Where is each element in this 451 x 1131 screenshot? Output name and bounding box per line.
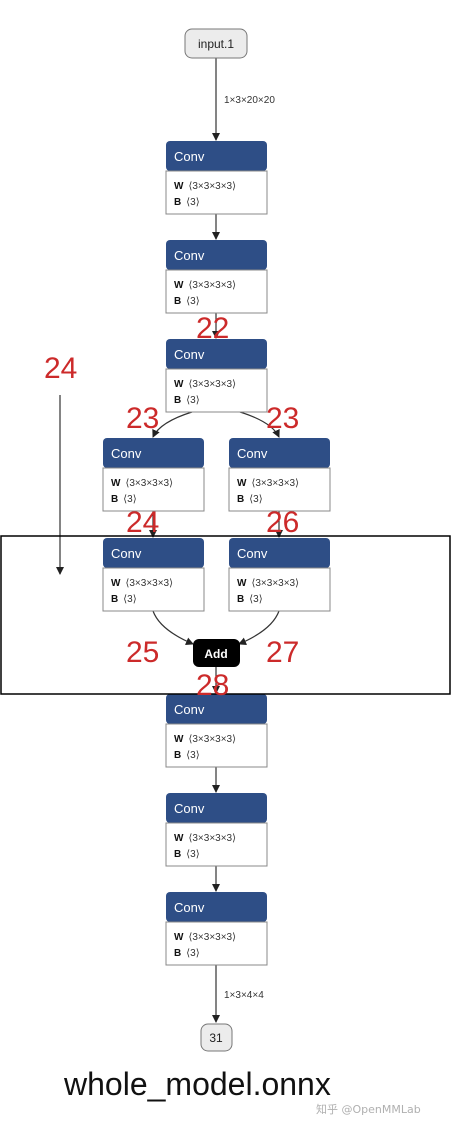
conv-bias-attr: B⟨3⟩ <box>237 494 263 505</box>
conv-node-7[interactable]: Conv W⟨3×3×3×3⟩ B⟨3⟩ <box>228 538 331 612</box>
annotation-23-left: 23 <box>126 402 159 435</box>
annotation-25: 25 <box>126 636 159 669</box>
conv-bias-attr: B⟨3⟩ <box>237 594 263 605</box>
add-label: Add <box>204 647 227 661</box>
annotation-22: 22 <box>196 312 229 345</box>
conv-bias-attr: B⟨3⟩ <box>174 395 200 406</box>
conv-weight-attr: W⟨3×3×3×3⟩ <box>174 379 236 390</box>
annotation-28: 28 <box>196 669 229 702</box>
edge-conv3-conv4 <box>152 411 193 438</box>
input-label: input.1 <box>198 37 234 51</box>
edge-conv3-conv5 <box>239 411 280 438</box>
conv-node-6[interactable]: Conv W⟨3×3×3×3⟩ B⟨3⟩ <box>102 538 205 612</box>
annotation-26: 26 <box>266 506 299 539</box>
conv-weight-attr: W⟨3×3×3×3⟩ <box>174 833 236 844</box>
conv-title: Conv <box>174 702 205 717</box>
conv-node-1[interactable]: Conv W⟨3×3×3×3⟩ B⟨3⟩ <box>165 141 268 215</box>
annotation-24-left: 24 <box>44 352 77 385</box>
output-node[interactable]: 31 <box>200 1023 233 1052</box>
caption: whole_model.onnx <box>64 1066 331 1102</box>
conv-title: Conv <box>111 446 142 461</box>
conv-bias-attr: B⟨3⟩ <box>174 750 200 761</box>
edge-conv7-add <box>238 610 280 645</box>
conv-weight-attr: W⟨3×3×3×3⟩ <box>237 478 299 489</box>
conv-weight-attr: W⟨3×3×3×3⟩ <box>174 932 236 943</box>
conv-weight-attr: W⟨3×3×3×3⟩ <box>174 280 236 291</box>
conv-title: Conv <box>237 546 268 561</box>
conv-weight-attr: W⟨3×3×3×3⟩ <box>237 578 299 589</box>
conv-bias-attr: B⟨3⟩ <box>174 948 200 959</box>
watermark: 知乎 @OpenMMLab <box>316 1103 421 1116</box>
conv-node-8[interactable]: Conv W⟨3×3×3×3⟩ B⟨3⟩ <box>165 694 268 768</box>
edges <box>56 58 283 1023</box>
conv-bias-attr: B⟨3⟩ <box>174 197 200 208</box>
conv-node-2[interactable]: Conv W⟨3×3×3×3⟩ B⟨3⟩ <box>165 240 268 314</box>
output-shape-label: 1×3×4×4 <box>224 990 264 1001</box>
annotation-24: 24 <box>126 506 159 539</box>
conv-node-10[interactable]: Conv W⟨3×3×3×3⟩ B⟨3⟩ <box>165 892 268 966</box>
highlight-box <box>0 535 451 695</box>
conv-node-4[interactable]: Conv W⟨3×3×3×3⟩ B⟨3⟩ <box>102 438 205 512</box>
conv-title: Conv <box>111 546 142 561</box>
input-node[interactable]: input.1 <box>184 28 248 59</box>
conv-node-3[interactable]: Conv W⟨3×3×3×3⟩ B⟨3⟩ <box>165 339 268 413</box>
edge-conv6-add <box>152 610 194 645</box>
conv-title: Conv <box>174 900 205 915</box>
conv-node-5[interactable]: Conv W⟨3×3×3×3⟩ B⟨3⟩ <box>228 438 331 512</box>
conv-bias-attr: B⟨3⟩ <box>111 594 137 605</box>
annotation-23-right: 23 <box>266 402 299 435</box>
conv-title: Conv <box>174 149 205 164</box>
conv-weight-attr: W⟨3×3×3×3⟩ <box>174 734 236 745</box>
conv-bias-attr: B⟨3⟩ <box>174 296 200 307</box>
conv-weight-attr: W⟨3×3×3×3⟩ <box>174 181 236 192</box>
output-label: 31 <box>209 1031 223 1045</box>
input-shape-label: 1×3×20×20 <box>224 95 275 106</box>
conv-weight-attr: W⟨3×3×3×3⟩ <box>111 478 173 489</box>
conv-bias-attr: B⟨3⟩ <box>111 494 137 505</box>
add-node[interactable]: Add <box>193 639 240 667</box>
conv-title: Conv <box>174 801 205 816</box>
conv-title: Conv <box>174 347 205 362</box>
conv-title: Conv <box>237 446 268 461</box>
annotation-27: 27 <box>266 636 299 669</box>
conv-weight-attr: W⟨3×3×3×3⟩ <box>111 578 173 589</box>
annotations: 22 24 23 23 24 26 25 27 28 <box>44 312 299 702</box>
conv-node-9[interactable]: Conv W⟨3×3×3×3⟩ B⟨3⟩ <box>165 793 268 867</box>
conv-title: Conv <box>174 248 205 263</box>
conv-bias-attr: B⟨3⟩ <box>174 849 200 860</box>
